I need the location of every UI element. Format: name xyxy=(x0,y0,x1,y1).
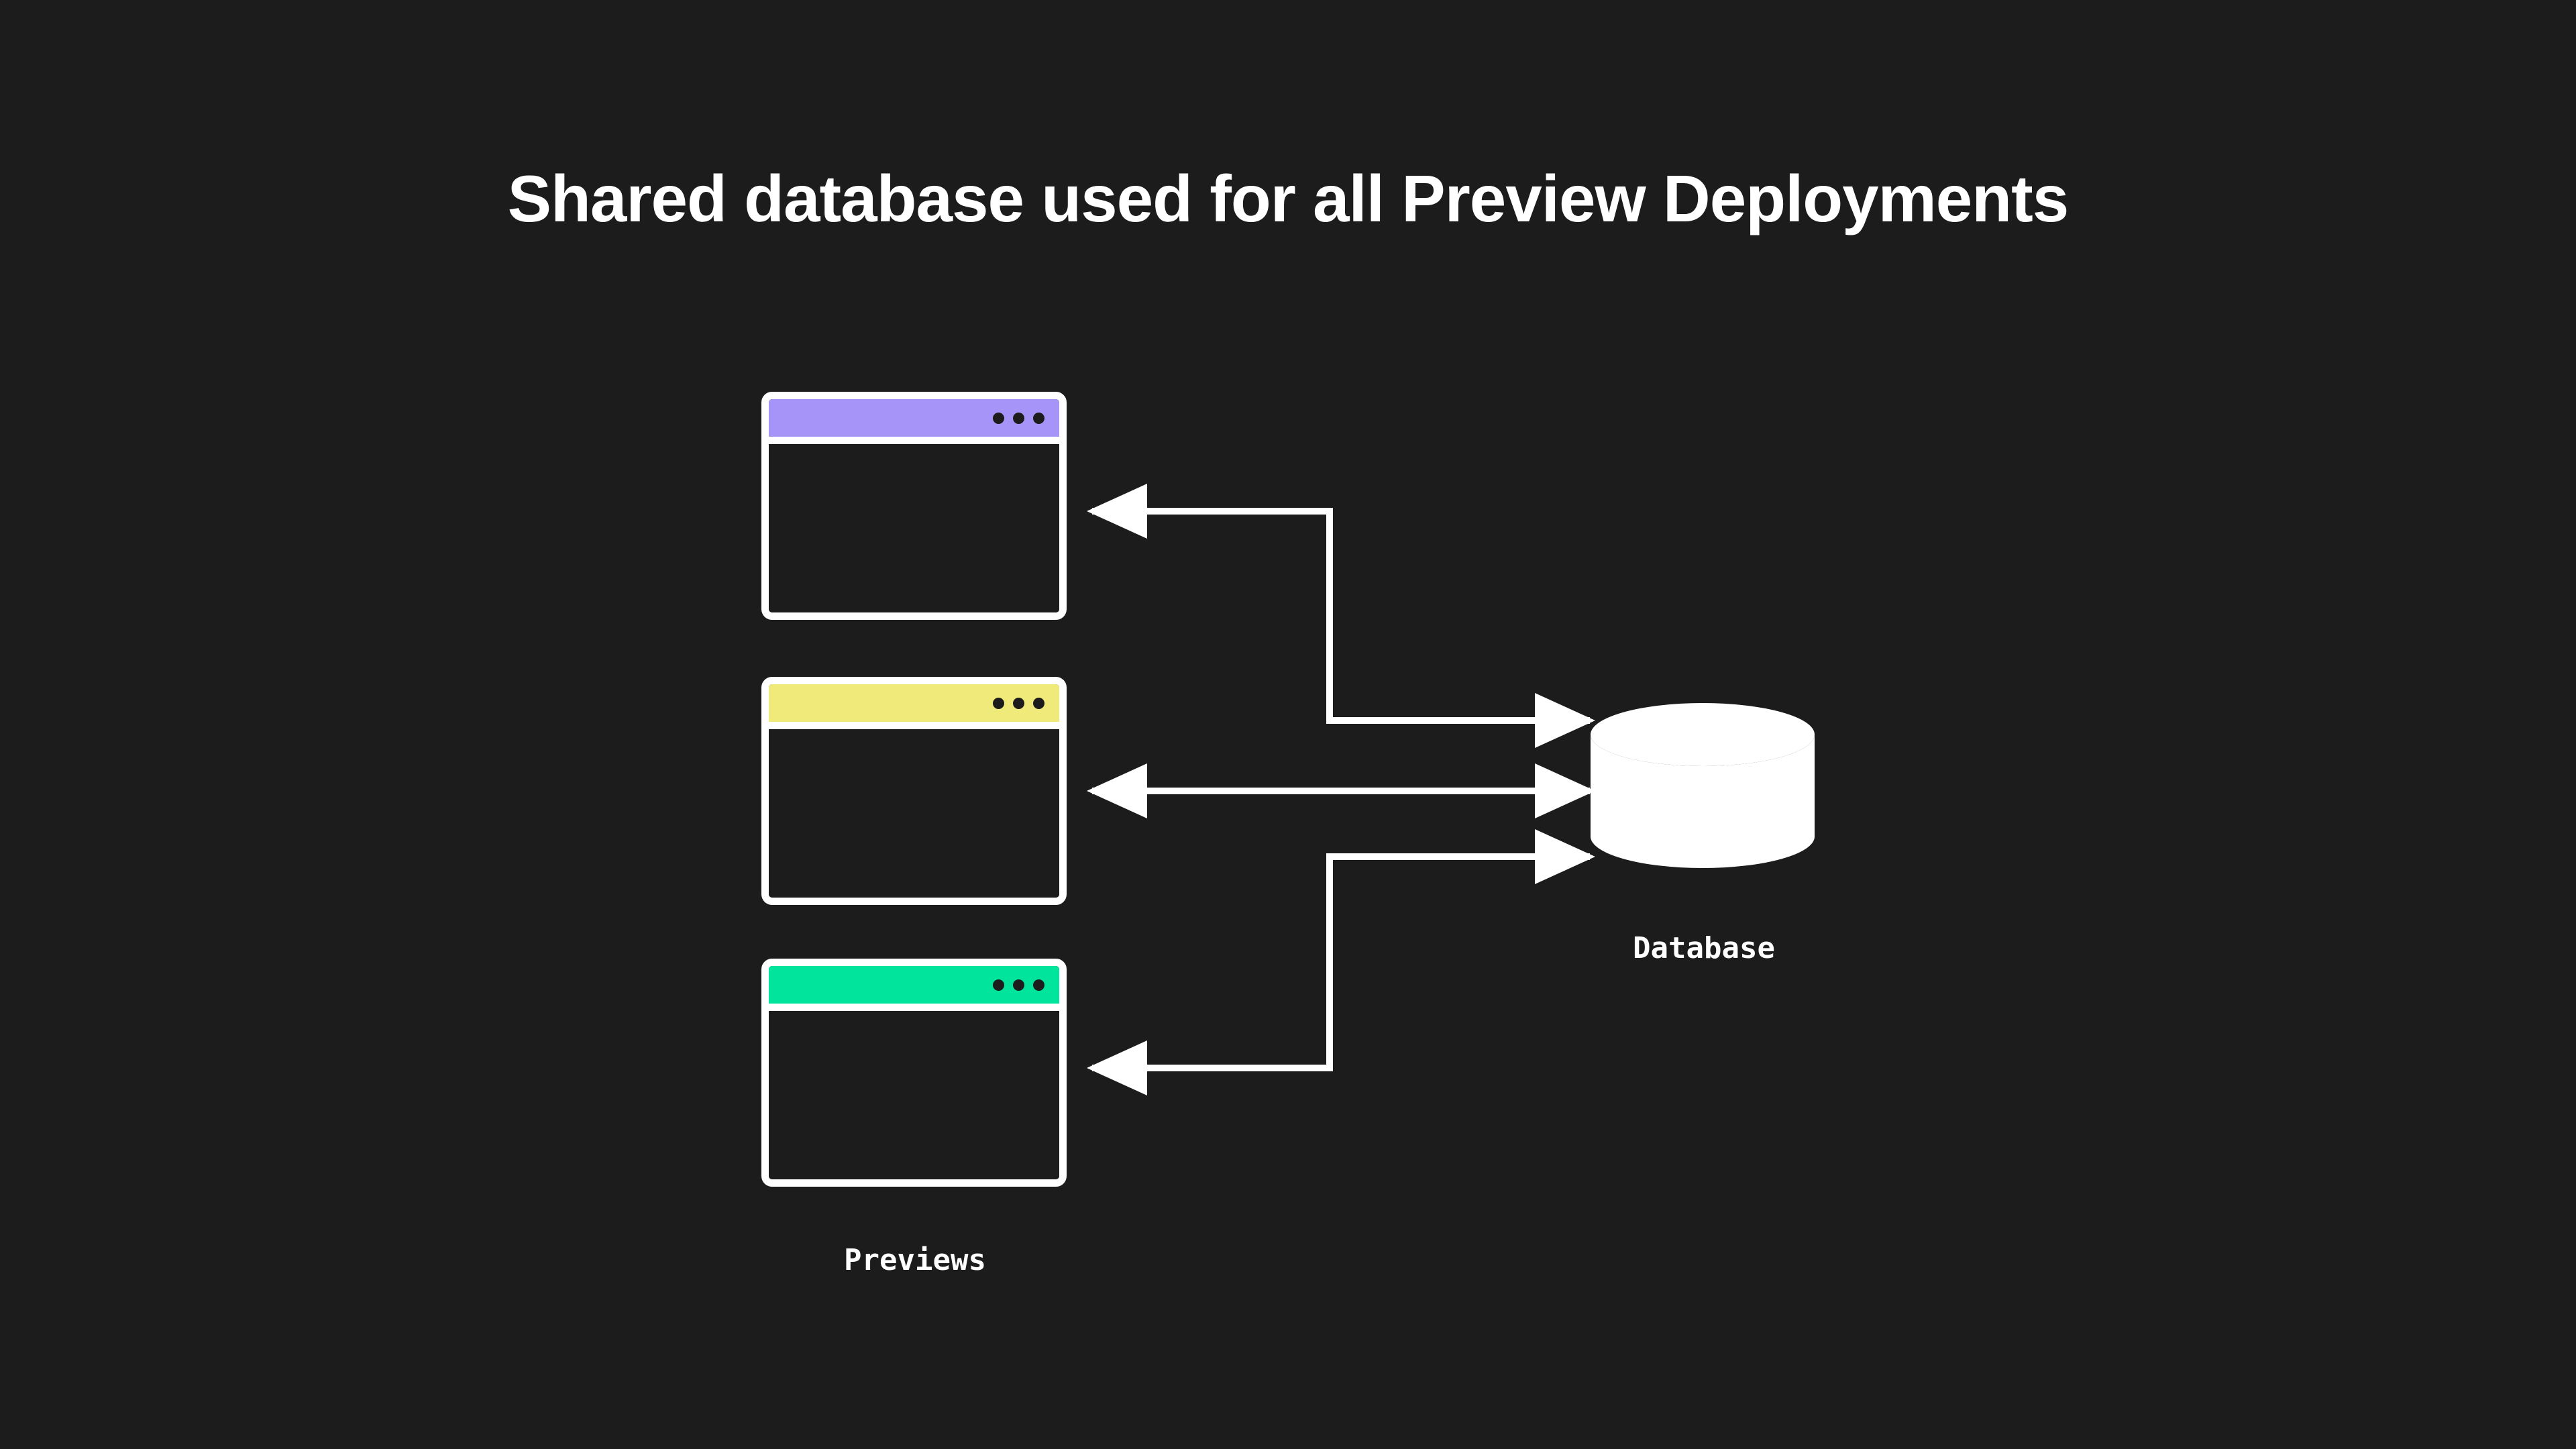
preview-window-yellow[interactable] xyxy=(761,677,1067,905)
cylinder-body xyxy=(1591,735,1815,868)
window-body-yellow xyxy=(769,729,1059,898)
window-dot-icon[interactable] xyxy=(993,979,1004,991)
page-title: Shared database used for all Preview Dep… xyxy=(507,162,2070,235)
preview-window-purple[interactable] xyxy=(761,392,1067,620)
database-cylinder-icon[interactable] xyxy=(1589,703,1817,868)
window-titlebar-green xyxy=(769,966,1059,1011)
window-dot-icon[interactable] xyxy=(1033,697,1044,709)
window-controls-yellow xyxy=(993,697,1044,709)
window-titlebar-purple xyxy=(769,399,1059,444)
window-dot-icon[interactable] xyxy=(1033,979,1044,991)
window-dot-icon[interactable] xyxy=(1013,979,1024,991)
window-dot-icon[interactable] xyxy=(993,697,1004,709)
window-titlebar-yellow xyxy=(769,684,1059,729)
window-dot-icon[interactable] xyxy=(1013,412,1024,424)
window-dot-icon[interactable] xyxy=(1013,697,1024,709)
window-body-purple xyxy=(769,444,1059,612)
window-body-green xyxy=(769,1011,1059,1179)
window-dot-icon[interactable] xyxy=(1033,412,1044,424)
window-controls-purple xyxy=(993,412,1044,424)
cylinder-top xyxy=(1591,703,1815,766)
preview-window-green[interactable] xyxy=(761,959,1067,1187)
window-dot-icon[interactable] xyxy=(993,412,1004,424)
database-label: Database xyxy=(1633,931,1775,965)
edge-database-to-preview-1 xyxy=(1086,484,1596,748)
window-controls-green xyxy=(993,979,1044,991)
previews-label: Previews xyxy=(844,1243,986,1277)
